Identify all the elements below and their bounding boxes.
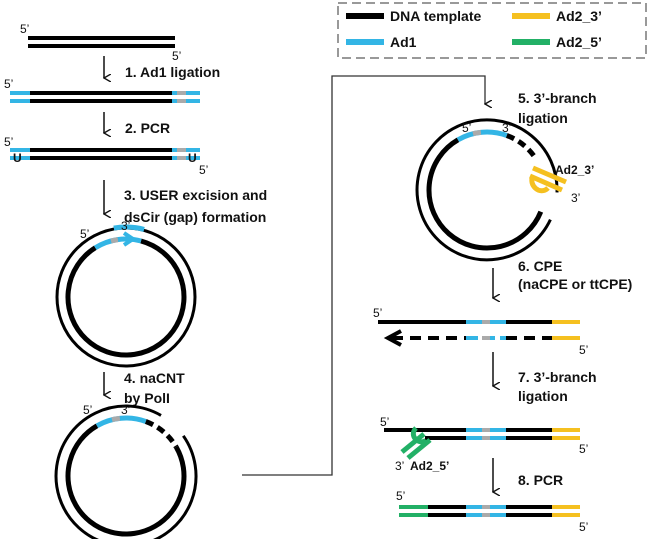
end-3-label: 3’ <box>502 121 511 135</box>
end-5-label: 5’ <box>172 49 181 63</box>
end-5-label: 5’ <box>20 22 29 36</box>
step6-label-line1: 6. CPE <box>518 258 562 274</box>
end-5-label: 5’ <box>4 135 13 149</box>
step5-label-line2: ligation <box>518 110 568 126</box>
step4-label-line1: 4. naCNT <box>124 370 185 386</box>
legend-label-ad2-5: Ad2_5’ <box>556 34 602 50</box>
end-5-label: 5’ <box>380 415 389 429</box>
branch-ligated-duplex: 5’ 3’ Ad2_5’ 5’ <box>380 415 588 473</box>
step8-label: 8. PCR <box>518 472 563 488</box>
legend-label-ad1: Ad1 <box>390 34 417 50</box>
end-3-label: 3’ <box>121 403 130 417</box>
end-5-label: 5’ <box>579 343 588 357</box>
step2-label: 2. PCR <box>125 120 170 136</box>
step7-label-line1: 7. 3’-branch <box>518 369 597 385</box>
ad2-3-adapter <box>528 165 567 194</box>
step1-label: 1. Ad1 ligation <box>125 64 220 80</box>
end-3-label: 3’ <box>121 219 130 233</box>
end-5-label: 5’ <box>4 77 13 91</box>
legend-label-dna-template: DNA template <box>390 8 481 24</box>
step4-label-line2: by PolI <box>124 390 170 406</box>
end-5-label: 5’ <box>462 121 471 135</box>
end-5-label: 5’ <box>396 489 405 503</box>
end-5-label: 5’ <box>373 306 382 320</box>
final-pcr-duplex: 5’ 5’ <box>396 489 588 534</box>
end-5-label: 5’ <box>83 403 92 417</box>
end-5-label: 5’ <box>579 520 588 534</box>
end-3-label: 3’ <box>571 191 580 205</box>
template-duplex: 5’ 5’ <box>20 22 181 63</box>
gapped-circle: 5’ 3’ <box>55 219 197 368</box>
branch-ligated-circle: Ad2_3’ 3’ 5’ 3’ <box>415 118 594 262</box>
end-5-label: 5’ <box>80 227 89 241</box>
ad2-5-label: Ad2_5’ <box>410 459 449 473</box>
end-5-label: 5’ <box>579 442 588 456</box>
connector-line <box>242 75 485 476</box>
step6-label-line2: (naCPE or ttCPE) <box>518 276 632 292</box>
end-3-label: 3’ <box>395 459 404 473</box>
pcr-duplex: 5’ U U 5’ <box>4 135 208 177</box>
legend: DNA template Ad1 Ad2_3’ Ad2_5’ <box>337 2 647 59</box>
end-5-label: 5’ <box>199 163 208 177</box>
nick-translated-circle: 5’ 3’ <box>54 403 198 539</box>
cpe-product: 5’ 5’ <box>373 306 588 357</box>
ad1-ligated-duplex: 5’ <box>4 77 200 103</box>
ad2-5-adapter <box>400 426 432 460</box>
uracil-mark: U <box>13 151 22 165</box>
step3-label-line1: 3. USER excision and <box>124 187 267 203</box>
uracil-mark: U <box>188 151 197 165</box>
step5-label-line1: 5. 3’-branch <box>518 90 597 106</box>
legend-label-ad2-3: Ad2_3’ <box>556 8 602 24</box>
step3-label-line2: dsCir (gap) formation <box>124 209 266 225</box>
ad2-3-label: Ad2_3’ <box>555 163 594 177</box>
step7-label-line2: ligation <box>518 388 568 404</box>
